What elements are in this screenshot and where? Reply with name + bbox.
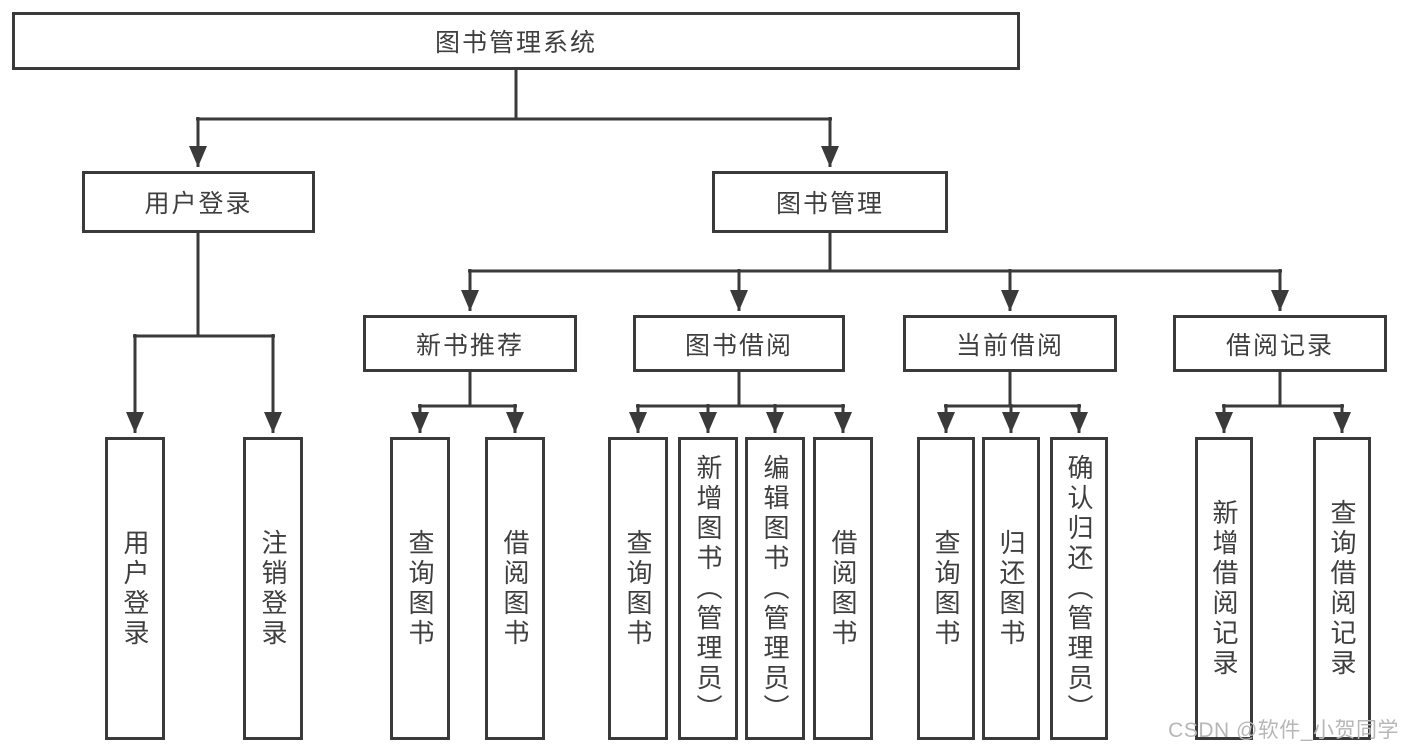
node-label: 图书管理: [775, 190, 884, 218]
leaf-query-books-current: 查询图书: [917, 437, 975, 740]
leaf-query-borrow-record: 查询借阅记录: [1313, 437, 1371, 740]
leaf-logout: 注销登录: [243, 437, 303, 740]
node-label: 当前借阅: [955, 331, 1064, 360]
node-root-system: 图书管理系统: [12, 12, 1020, 70]
leaf-user-login: 用户登录: [105, 437, 165, 740]
csdn-watermark: CSDN @软件_小贺同学: [1168, 719, 1399, 742]
leaf-borrow-books: 借阅图书: [813, 437, 873, 740]
leaf-query-books-borrow: 查询图书: [608, 437, 668, 740]
node-borrowing-records: 借阅记录: [1173, 315, 1387, 372]
leaf-label: 用户登录: [120, 528, 150, 649]
leaf-label: 查询图书: [623, 528, 653, 649]
leaf-query-books-recommend: 查询图书: [390, 437, 450, 740]
leaf-borrow-books-recommend: 借阅图书: [485, 437, 545, 740]
node-current-borrowing: 当前借阅: [903, 315, 1117, 372]
leaf-edit-books-admin: 编辑图书（管理员）: [745, 437, 805, 740]
leaf-label: 确认归还（管理员）: [1064, 453, 1094, 724]
leaf-add-books-admin: 新增图书（管理员）: [678, 437, 738, 740]
node-user-login: 用户登录: [82, 171, 315, 233]
leaf-confirm-return-admin: 确认归还（管理员）: [1050, 437, 1108, 740]
node-label: 用户登录: [144, 190, 253, 218]
node-book-management: 图书管理: [712, 171, 948, 233]
leaf-label: 借阅图书: [500, 528, 530, 649]
node-label: 借阅记录: [1225, 331, 1334, 360]
leaf-label: 编辑图书（管理员）: [760, 453, 790, 724]
leaf-label: 注销登录: [258, 528, 288, 649]
leaf-label: 查询图书: [405, 528, 435, 649]
node-book-borrowing: 图书借阅: [633, 315, 845, 372]
leaf-label: 新增图书（管理员）: [693, 453, 723, 724]
node-label: 图书借阅: [684, 331, 793, 360]
leaf-label: 查询借阅记录: [1327, 498, 1357, 679]
leaf-label: 借阅图书: [828, 528, 858, 649]
leaf-label: 归还图书: [996, 528, 1026, 649]
node-new-book-recommendation: 新书推荐: [363, 315, 577, 372]
leaf-return-books: 归还图书: [982, 437, 1040, 740]
leaf-label: 新增借阅记录: [1209, 498, 1239, 679]
node-label: 图书管理系统: [434, 29, 597, 57]
leaf-add-borrow-record: 新增借阅记录: [1195, 437, 1253, 740]
node-label: 新书推荐: [415, 331, 524, 360]
leaf-label: 查询图书: [931, 528, 961, 649]
